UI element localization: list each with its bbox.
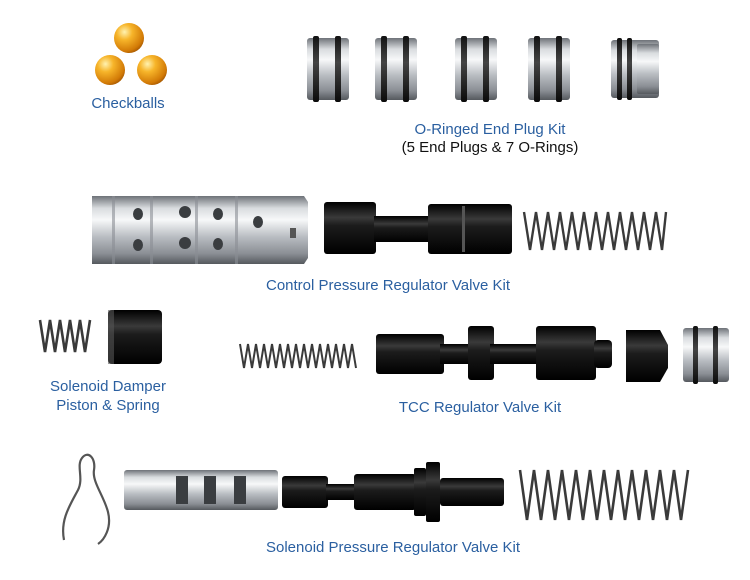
end-plug <box>528 36 570 102</box>
tcc-spring <box>239 343 357 369</box>
end-plug <box>455 36 497 102</box>
end-plugs-group <box>307 36 659 102</box>
end-plug <box>307 36 349 102</box>
damper-spring <box>38 319 92 353</box>
tcc-kit-label: TCC Regulator Valve Kit <box>398 399 562 416</box>
control-pressure-sleeve <box>92 196 308 264</box>
tcc-plug-silver <box>683 326 729 384</box>
oring-kit-subtitle: (5 End Plugs & 7 O-Rings) <box>401 139 579 156</box>
checkballs-group <box>95 23 167 85</box>
control-pressure-spring <box>522 211 668 251</box>
end-plug <box>375 36 417 102</box>
solenoid-valve <box>282 462 504 522</box>
control-pressure-kit-label: Control Pressure Regulator Valve Kit <box>266 277 510 294</box>
checkball <box>95 55 125 85</box>
solenoid-spring <box>518 469 690 521</box>
damper-piston <box>108 310 162 364</box>
checkball <box>137 55 167 85</box>
retaining-clip <box>62 453 111 545</box>
tcc-plug-black <box>626 330 668 382</box>
checkballs-label: Checkballs <box>91 95 165 112</box>
end-plug <box>611 38 659 100</box>
solenoid-sleeve <box>124 470 278 510</box>
control-pressure-valve <box>324 202 512 254</box>
damper-label-line1: Solenoid Damper <box>50 378 166 395</box>
oring-kit-title: O-Ringed End Plug Kit <box>414 121 566 138</box>
checkball <box>114 23 144 53</box>
solenoid-pressure-kit-label: Solenoid Pressure Regulator Valve Kit <box>265 539 521 556</box>
damper-label-line2: Piston & Spring <box>56 397 160 414</box>
tcc-valve <box>376 326 612 380</box>
